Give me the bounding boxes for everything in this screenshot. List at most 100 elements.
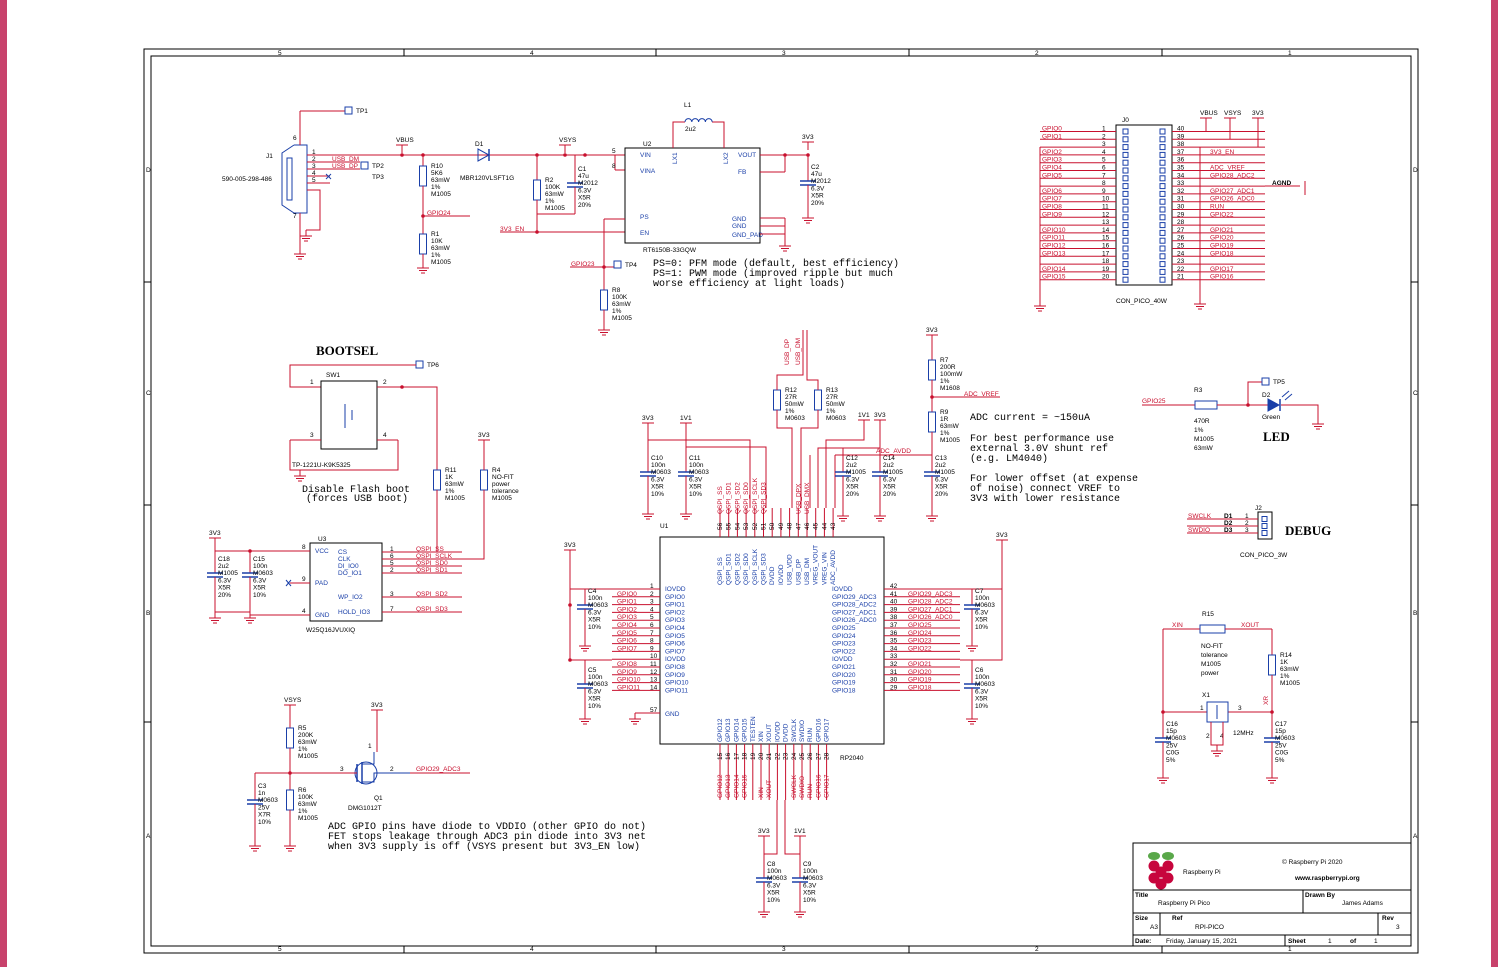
rp2040-pin-name: GPIO23 [832, 641, 856, 648]
header-pin-number: 10 [1102, 196, 1110, 203]
header-pin-pad [1159, 190, 1166, 197]
frame-row-letter: D [1413, 167, 1418, 174]
resistor-body [814, 389, 822, 411]
header-pin-number: 29 [1177, 211, 1185, 218]
test-point-pad [360, 161, 369, 170]
header-pin-pad [1159, 245, 1166, 252]
header-net-label: GPIO11 [1042, 235, 1065, 242]
header-pin-number: 2 [1102, 133, 1106, 140]
ground-symbol [284, 840, 296, 852]
pin-number: 3 [1245, 527, 1249, 534]
ground-symbol [642, 508, 654, 520]
ic-pin-name: FB [738, 169, 746, 176]
resistor-body [286, 789, 294, 811]
pin-number: 3 [340, 766, 344, 773]
wire [377, 386, 438, 470]
rp2040-net-label: GPIO20 [908, 669, 932, 676]
header-pin-number: 4 [1102, 149, 1106, 156]
capacitor-value: M0603 [803, 875, 823, 882]
ic-pin-name: CLK [338, 556, 351, 563]
resistor-value: 1% [445, 488, 455, 495]
adc-ref-note: external 3.0V shunt ref [970, 443, 1108, 455]
resistor-value: M1005 [492, 495, 512, 502]
capacitor-value: 100n [803, 868, 818, 875]
rp2040-pin-name: GPIO13 [725, 718, 732, 742]
rp2040-section: U1RP204056QSPI_SSQSPI_SS55QSPI_SD1QSPI_S… [612, 477, 960, 800]
wire [289, 364, 416, 388]
pin-number: 2 [650, 591, 654, 598]
header-net-label: GPIO28_ADC2 [1210, 172, 1255, 179]
capacitor-value: 6.3V [883, 476, 897, 483]
debug-pin-pad [1261, 516, 1268, 522]
power-net-label: VSYS [559, 137, 577, 144]
resistor-value: 63mW [940, 423, 960, 430]
led-title: LED [1263, 429, 1290, 444]
resistor-value: 63mW [298, 739, 318, 746]
rp2040-net-label: QSPI_SCLK [752, 477, 759, 514]
pin-number: 1 [312, 149, 316, 156]
capacitor-value: 10% [975, 624, 988, 631]
pin-number: 6 [390, 553, 394, 560]
rp2040-pin-name: IOVDD [778, 564, 785, 585]
rp2040-net-label: GPIO13 [725, 774, 732, 798]
capacitor-value: 20% [811, 200, 824, 207]
pin-number: 36 [890, 630, 898, 637]
ground-symbol [837, 510, 849, 522]
rp2040-net-label: GPIO24 [908, 630, 932, 637]
capacitor-value: 100n [588, 595, 603, 602]
adc-gpio-note: when 3V3 supply is off (VSYS present but… [328, 841, 640, 853]
power-port: VSYS [1224, 110, 1242, 126]
pin-number: 8 [302, 544, 306, 551]
flash-net-label: QSPI_SCLK [416, 553, 453, 560]
resistor-value: M1005 [1201, 661, 1221, 668]
pin-number: 8 [612, 163, 616, 170]
capacitor-value: 25V [1166, 742, 1178, 749]
capacitor-value: 10% [803, 897, 816, 904]
sheets-value: 1 [1374, 938, 1378, 945]
rp2040-pin-name: QSPI_SCLK [752, 548, 759, 585]
rp2040-net-label: GPIO19 [908, 677, 932, 684]
flash-net-label: QSPI_SD1 [416, 567, 448, 574]
resistor-ref: R10 [431, 163, 443, 170]
flash-net-label: QSPI_SD2 [416, 591, 448, 598]
header-pin-pad [1122, 229, 1129, 236]
resistor-value: 1K [445, 474, 454, 481]
header-net-label: GPIO12 [1042, 243, 1066, 250]
capacitor-value: 2u2 [218, 563, 229, 570]
header-pin-number: 25 [1177, 243, 1185, 250]
rp2040-pin-name: IOVDD [665, 586, 686, 593]
capacitor-ref: C13 [935, 455, 947, 462]
pin-number: 5 [390, 560, 394, 567]
drawn-by-value: James Adams [1342, 900, 1384, 907]
wire [776, 410, 793, 508]
resistor-body [286, 727, 294, 749]
pin-number: 26 [807, 752, 814, 760]
header-net-label: GPIO1 [1042, 133, 1062, 140]
frame-row-letter: C [146, 390, 151, 397]
capacitor-value: X5R [975, 696, 988, 703]
debug-pin-pad [1261, 523, 1268, 529]
header-pin-pad [1159, 206, 1166, 213]
resistor-value: M1005 [298, 753, 318, 760]
rp2040-net-label: GPIO0 [617, 591, 637, 598]
ground-symbol [1194, 298, 1206, 310]
size-value: A3 [1150, 924, 1158, 931]
rp2040-net-label: GPIO11 [617, 684, 640, 691]
of-label: of [1350, 938, 1357, 945]
pin-number: 24 [791, 752, 798, 760]
rp2040-net-label: GPIO16 [815, 774, 822, 798]
capacitor-value: M0603 [975, 681, 995, 688]
header-pin-pad [1122, 190, 1129, 197]
pin-number: 14 [650, 684, 658, 691]
rp2040-net-label: GPIO15 [742, 774, 749, 798]
rp2040-pin-name: GPIO4 [665, 625, 685, 632]
title-value: Raspberry Pi Pico [1158, 900, 1210, 907]
ic-pin-name: VCC [315, 548, 329, 555]
drawn-by-label: Drawn By [1305, 892, 1335, 899]
